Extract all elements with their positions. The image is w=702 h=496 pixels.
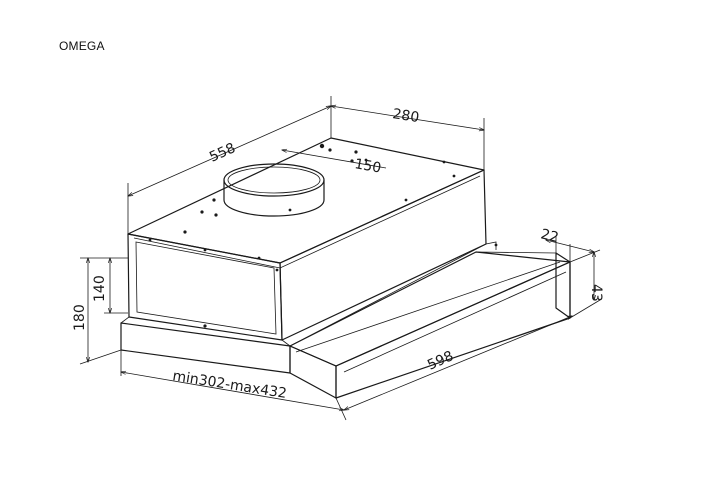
dim-height-range: min302-max432 <box>171 368 287 402</box>
pullout-front-face <box>335 261 571 399</box>
dim-duct: 150 <box>353 156 382 176</box>
page-title: OMEGA <box>59 39 105 53</box>
pullout-top-face <box>289 251 571 367</box>
dim-panel-depth: 22 <box>539 226 560 246</box>
dim-top-length: 558 <box>207 140 238 165</box>
hood-bottom-strip <box>120 322 291 374</box>
hood-body <box>120 137 487 374</box>
dim-panel-height: 43 <box>588 284 604 302</box>
hood-front-panel <box>135 241 277 335</box>
hood-side-face <box>279 169 487 341</box>
pullout-end-left <box>289 345 337 399</box>
dim-height-body: 140 <box>92 275 108 302</box>
dimension-lines <box>79 96 601 421</box>
duct-collar <box>223 163 325 217</box>
screw-dots <box>148 143 498 328</box>
dim-top-depth: 280 <box>391 106 420 126</box>
dim-height-total: 180 <box>72 304 88 331</box>
